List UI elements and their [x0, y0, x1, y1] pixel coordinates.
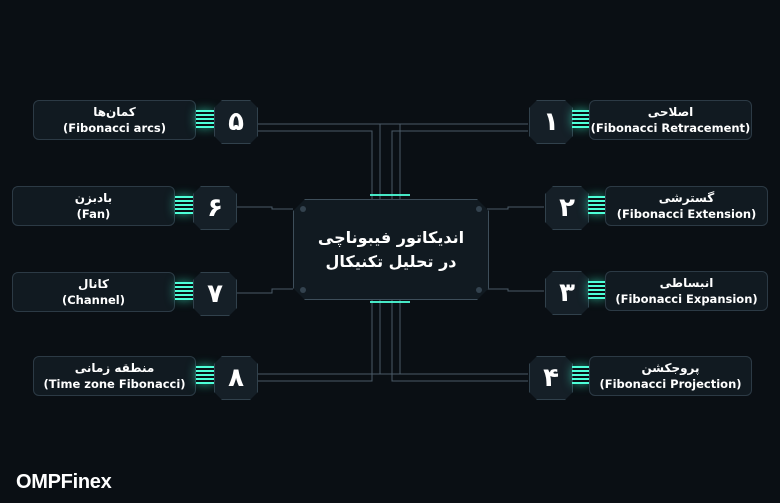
item-label-fa: پروجکشن — [641, 361, 700, 375]
glow-connector-icon — [175, 196, 193, 214]
connector-left-5 — [258, 123, 401, 199]
number-badge-4: ۴ — [529, 356, 573, 400]
screw-icon — [476, 287, 482, 293]
item-label-fa: گسترشی — [658, 191, 715, 205]
connector-right-1b — [391, 130, 528, 199]
item-label-en: (Fibonacci Projection) — [599, 377, 742, 391]
connector-left-8b — [258, 298, 373, 382]
screw-icon — [300, 206, 306, 212]
item-label-fa: کمان‌ها — [93, 105, 136, 119]
number-badge-6: ۶ — [193, 186, 237, 230]
connector-left-6 — [236, 206, 293, 210]
glow-connector-icon — [196, 110, 214, 128]
number-badge-2: ۲ — [545, 186, 589, 230]
item-extension: گسترشی (Fibonacci Extension) — [605, 186, 768, 226]
connector-right-3 — [487, 288, 544, 292]
item-arcs: کمان‌ها (Fibonacci arcs) — [33, 100, 196, 140]
screw-icon — [476, 206, 482, 212]
glow-connector-icon — [588, 196, 606, 214]
center-title-panel: اندیکاتور فیبوناچی در تحلیل تکنیکال — [293, 199, 489, 300]
item-label-fa: انبساطی — [659, 276, 714, 290]
number-badge-8: ۸ — [214, 356, 258, 400]
item-channel: کانال (Channel) — [12, 272, 175, 312]
connector-right-4b — [391, 298, 528, 382]
number-badge-1: ۱ — [529, 100, 573, 144]
item-label-en: (Fibonacci Extension) — [616, 207, 757, 221]
item-expansion: انبساطی (Fibonacci Expansion) — [605, 271, 768, 311]
item-projection: پروجکشن (Fibonacci Projection) — [589, 356, 752, 396]
item-label-fa: بادبزن — [74, 191, 113, 205]
brand-logo: OMPFinex — [16, 471, 112, 493]
connector-right-1 — [379, 123, 528, 199]
connector-right-4 — [379, 298, 528, 375]
center-title-line-1: اندیکاتور فیبوناچی — [317, 227, 465, 247]
item-label-en: (Channel) — [61, 293, 125, 307]
item-fan: بادبزن (Fan) — [12, 186, 175, 226]
number-badge-7: ۷ — [193, 272, 237, 316]
center-title-line-2: در تحلیل تکنیکال — [325, 251, 457, 271]
glow-connector-icon — [588, 281, 606, 299]
item-label-fa: اصلاحی — [647, 105, 694, 119]
glow-connector-icon — [572, 366, 590, 384]
connector-left-5b — [258, 130, 373, 199]
connector-left-7 — [236, 288, 293, 294]
number-badge-3: ۳ — [545, 271, 589, 315]
item-label-fa: منطقه زمانی — [74, 361, 155, 375]
item-label-fa: کانال — [78, 277, 109, 291]
connector-right-2 — [487, 206, 544, 210]
connector-left-8 — [258, 298, 401, 375]
screw-icon — [300, 287, 306, 293]
item-label-en: (Fibonacci Expansion) — [615, 292, 758, 306]
number-badge-5: ۵ — [214, 100, 258, 144]
glow-connector-icon — [175, 282, 193, 300]
item-label-en: (Fibonacci arcs) — [62, 121, 167, 135]
item-label-en: (Fan) — [76, 207, 111, 221]
item-label-en: (Time zone Fibonacci) — [43, 377, 186, 391]
item-label-en: (Fibonacci Retracement) — [590, 121, 751, 135]
item-time-zone: منطقه زمانی (Time zone Fibonacci) — [33, 356, 196, 396]
glow-connector-icon — [196, 366, 214, 384]
item-retracement: اصلاحی (Fibonacci Retracement) — [589, 100, 752, 140]
glow-connector-icon — [572, 110, 590, 128]
